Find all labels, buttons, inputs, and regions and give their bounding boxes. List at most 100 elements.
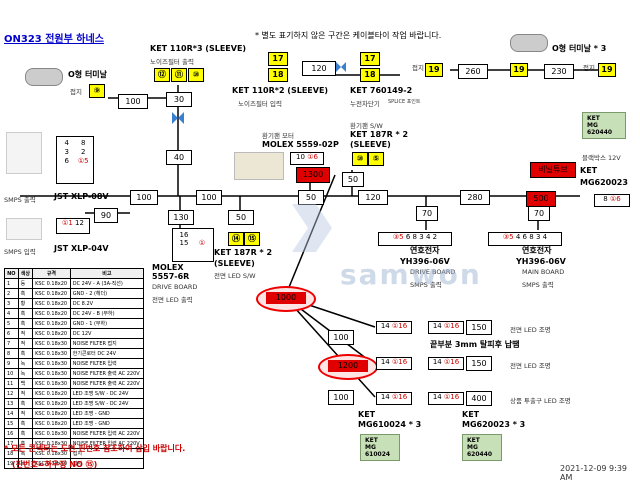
table-cell: KSC 0.18x20 [32,398,71,409]
splice-icon [336,62,346,72]
sleeve-label: KET 187R * 2 [214,248,273,257]
table-cell: KSC 0.18x20 [32,278,71,289]
table-cell: NOISE FILTER 접지 [69,338,145,349]
connector-label: MOLEX 5559-02P [262,140,339,149]
jst-04v-pins: ①1 12 [56,218,90,234]
length-label: 50 [342,172,364,187]
connector-label: YH396-06V [516,257,566,266]
table-cell: 등 [17,278,34,289]
connector-label: JST XLP-04V [54,244,109,253]
table-cell: 2 [4,288,19,299]
vinyl-tube-label: 비닐튜브 [530,162,576,178]
connector-pre: 환기팬 모터 [262,132,294,140]
table-cell: 8 [4,348,19,359]
table-cell: 적 [17,328,34,339]
table-cell: 황 [17,298,34,309]
table-cell: 흑 [17,348,34,359]
table-cell: DC 8.2V [69,298,145,309]
table-cell: 5 [4,318,19,329]
red-ellipse: 1200 [318,354,378,380]
table-cell: 백 [17,378,34,389]
table-cell: 한기콘로터 DC 24V [69,348,145,359]
table-cell: KSC 0.18x30 [32,358,71,369]
table-cell: LED 조명 S/W - DC 24V [69,388,145,399]
connector-label: 연호전자 [410,246,440,255]
connector-label: KET [580,166,598,175]
connector-label: YH396-06V [400,257,450,266]
red-length-label: 500 [526,191,556,207]
table-cell: KSC 0.18x20 [32,318,71,329]
o-terminal-icon [25,68,63,86]
pin-badge: ⑫ [154,68,170,82]
sleeve-pre: 환기팬 S/W [350,122,383,130]
table-cell: DC 24V - A (3A-직선) [69,278,145,289]
top-note: * 별도 표기하지 않은 구간은 케이블타이 작업 바랍니다. [255,31,442,40]
table-cell: 녹 [17,368,34,379]
sleeve-sub2: 전면 LED S/W [214,272,256,280]
table-cell: 4 [4,308,19,319]
table-cell: LED 조명 - GND [69,408,145,419]
length-label: 260 [458,64,488,79]
connector-sub: DRIVE BOARD [152,283,198,291]
length-label: 120 [302,61,336,76]
length-label: 100 [328,330,354,345]
red-ellipse: 1000 [256,286,316,312]
table-cell: GND - 2 (헤더) [69,288,145,299]
watermark-text: samwon [340,258,482,291]
table-cell: 적 [17,338,34,349]
length-label: 150 [466,320,492,335]
led-label: 전면 LED 조명 [510,326,551,334]
pin-badge: ⑩ [188,68,204,82]
table-cell: GND - 1 (부하) [69,318,145,329]
pin-badge: 19 [510,63,528,77]
sleeve-label: KET 110R*3 (SLEEVE) [150,44,247,53]
pin-badge: 18 [360,68,380,82]
table-cell: KSC 0.18x20 [32,308,71,319]
connector-sub: DRIVE BOARD [410,268,456,276]
jst-connector-image [6,132,42,174]
connector-sub: SMPS 출력 [522,281,554,289]
o-terminal-label: O형 터미날 * 3 [552,44,607,53]
table-cell: 10 [4,368,19,379]
connector-sub: SMPS 입력 [4,248,36,256]
length-label: 100 [130,190,158,205]
table-cell: 3 [4,298,19,309]
table-cell: DC 12V [69,328,145,339]
table-cell: NOISE FILTER 출력 AC 220V [69,378,145,389]
bottom-note: * 모든 콘넥터는 도면 핀번호 참조하여 삽입 바랍니다. [4,444,186,453]
sleeve-sub: (SLEEVE) [350,140,391,149]
sleeve-sub: (SLEEVE) [214,259,255,268]
length-label: 130 [168,210,194,225]
table-cell: 13 [4,398,19,409]
sleeve-sub: 노이즈필터 출력 [150,58,194,66]
connector-sub: SMPS 출력 [4,196,36,204]
bottom-out-pins: 14 ①16 [428,392,464,405]
yh396-right-pins: ③5 4 6 8 3 4 [488,232,562,246]
timestamp: 2021-12-09 9:39 AM [560,464,627,482]
length-label: 400 [466,391,492,406]
o-terminal-sub: 접지 [70,88,82,96]
table-cell: KSC 0.18x20 [32,408,71,419]
bottom-note-2: (핀번호=하우징 NO ⑮) [12,460,98,469]
length-label: 280 [460,190,490,205]
length-label: 100 [328,390,354,405]
sleeve-label: KET 110R*2 (SLEEVE) [232,86,329,95]
connector-label: 5557-6R [152,272,190,281]
connector-label: MG610024 * 3 [358,420,422,429]
table-cell: 적 [17,408,34,419]
connector-label: MOLEX [152,263,184,272]
sleeve-sub2: SPLICE 포인트 [388,99,421,105]
pin-badge: ⑨ [89,84,105,98]
table-cell: KSC 0.18x20 [32,388,71,399]
